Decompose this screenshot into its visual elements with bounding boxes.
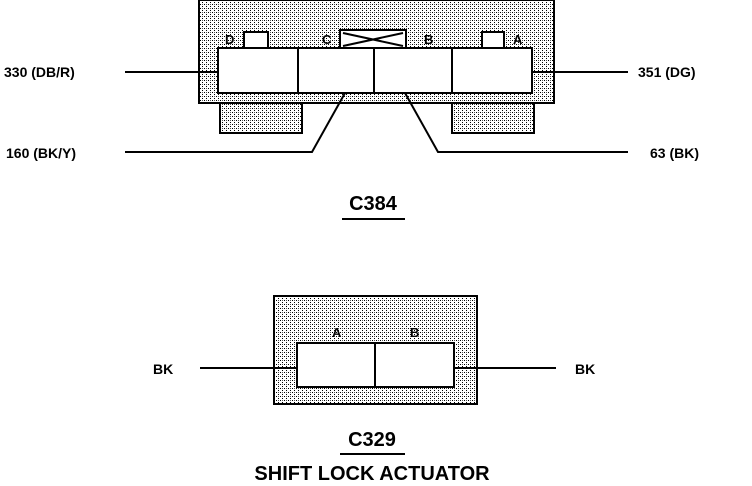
c384-lock-icon <box>339 29 407 49</box>
c384-cavity-a <box>451 47 533 94</box>
c384-pin-b: B <box>424 32 433 47</box>
c384-pin-a: A <box>513 32 523 47</box>
c329-pin-b: B <box>410 325 419 340</box>
c384-key-left <box>243 31 269 49</box>
c384-tab-right <box>451 102 535 134</box>
c329-cavity-b <box>374 342 455 388</box>
wire-label-351: 351 (DG) <box>638 64 696 80</box>
wire-label-160: 160 (BK/Y) <box>6 145 76 161</box>
wire-label-bk-left: BK <box>153 361 173 377</box>
c329-connector: A B <box>273 295 478 405</box>
c384-cavity-d <box>217 47 299 94</box>
c329-pin-a: A <box>332 325 342 340</box>
c329-cavity-a <box>296 342 376 388</box>
c384-connector: D C B A <box>198 0 555 134</box>
wire-63 <box>404 92 628 153</box>
c329-title: C329 <box>348 429 396 451</box>
c384-cavity-c <box>297 47 375 94</box>
c384-pin-c: C <box>322 32 332 47</box>
c384-tab-left <box>219 102 303 134</box>
c384-pin-d: D <box>225 32 234 47</box>
c384-cavity-b <box>373 47 453 94</box>
c384-title: C384 <box>349 193 398 215</box>
wire-160 <box>125 92 346 153</box>
c384-wires <box>125 71 628 153</box>
wire-label-63: 63 (BK) <box>650 145 699 161</box>
c384-key-right <box>481 31 505 49</box>
wire-label-330: 330 (DB/R) <box>4 64 75 80</box>
wire-label-bk-right: BK <box>575 361 595 377</box>
c329-subtitle: SHIFT LOCK ACTUATOR <box>254 463 490 485</box>
